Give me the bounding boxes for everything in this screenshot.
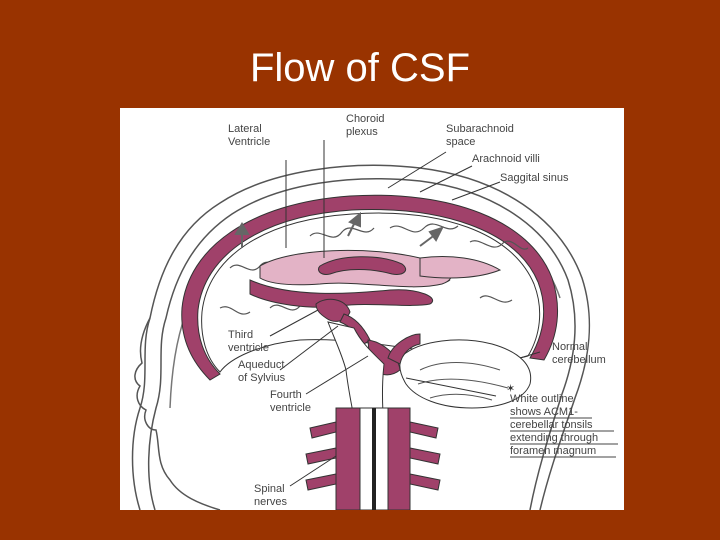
corpus-band: [249, 279, 433, 308]
label-sagittal-sinus: Saggital sinus: [500, 172, 569, 184]
label-white-outline: White outline shows ACM1- cerebellar ton…: [510, 393, 601, 457]
label-aqueduct: Aqueduct of Sylvius: [238, 359, 288, 384]
spinal-nerve-roots: [305, 421, 441, 491]
label-pointers: [269, 140, 541, 487]
brain-illustration: ✶ Lateral Ventricle Choroid plexus Subar…: [131, 113, 618, 510]
outline-marker: ✶: [506, 383, 515, 395]
label-third-ventricle: Third ventricle: [228, 329, 269, 354]
face-profile: [134, 317, 221, 510]
cisterna-csf: [387, 333, 421, 365]
white-outline-underlines: [510, 417, 618, 458]
subarachnoid-space: [181, 194, 559, 381]
spinal-cord: [335, 407, 411, 510]
ventricle-extension: [419, 256, 502, 279]
choroid-plexus: [317, 256, 407, 275]
label-choroid-plexus: Choroid plexus: [346, 113, 388, 138]
label-spinal-nerves: Spinal nerves: [254, 483, 288, 508]
label-arachnoid-villi: Arachnoid villi: [472, 153, 540, 165]
cerebellum: [399, 339, 532, 409]
label-fourth-ventricle: Fourth ventricle: [270, 389, 311, 414]
slide-title: Flow of CSF: [249, 46, 471, 90]
label-normal-cerebellum: Normal cerebellum: [552, 341, 606, 366]
label-subarachnoid-space: Subarachnoid space: [446, 123, 517, 148]
csf-flow-arrows: [234, 211, 444, 248]
csf-diagram: ✶ Lateral Ventricle Choroid plexus Subar…: [120, 108, 624, 510]
third-ventricle: [315, 298, 351, 322]
label-lateral-ventricle: Lateral Ventricle: [228, 123, 270, 148]
